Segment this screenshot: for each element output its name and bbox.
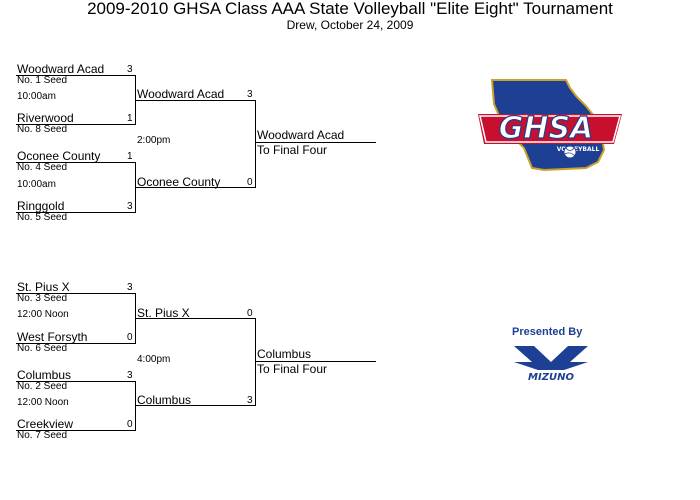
team-seed: No. 3 Seed [17,293,68,304]
team-score: 1 [127,113,133,124]
match-time: 4:00pm [137,354,171,365]
page-title: 2009-2010 GHSA Class AAA State Volleybal… [87,0,613,18]
team-score: 0 [247,308,253,319]
team-score: 3 [247,89,253,100]
team-seed: No. 6 Seed [17,343,68,354]
team-name: West Forsyth [17,330,88,344]
match-time: 12:00 Noon [17,397,69,408]
match-time: 2:00pm [137,135,171,146]
match-time: 12:00 Noon [17,309,69,320]
team-seed: No. 2 Seed [17,381,68,392]
page-subtitle: Drew, October 24, 2009 [286,18,414,32]
team-name: Riverwood [17,111,74,125]
team-score: 0 [247,177,253,188]
team-score: 0 [127,419,133,430]
team-name: Oconee County [17,149,101,163]
team-score: 3 [127,64,133,75]
winner-name: Woodward Acad [257,128,345,142]
team-name: Columbus [17,368,72,382]
team-name: St. Pius X [17,280,70,294]
team-name: Ringgold [17,199,65,213]
match-time: 10:00am [17,91,56,102]
team-name: Creekview [17,417,74,431]
mizuno-logo: MIZUNO [512,340,590,383]
team-seed: No. 5 Seed [17,212,68,223]
team-score: 3 [247,395,253,406]
logo-text: GHSA [499,111,594,146]
team-name: St. Pius X [137,306,190,320]
team-score: 3 [127,282,133,293]
match-time: 10:00am [17,179,56,190]
logo-subtext: VOLLEYBALL [557,146,600,153]
team-name: Woodward Acad [137,87,225,101]
team-seed: No. 7 Seed [17,430,68,441]
team-score: 0 [127,332,133,343]
team-score: 3 [127,201,133,212]
team-name: Woodward Acad [17,62,105,76]
advance-note: To Final Four [257,143,328,157]
team-seed: No. 1 Seed [17,75,68,86]
team-name: Columbus [137,393,192,407]
team-score: 1 [127,151,133,162]
team-seed: No. 8 Seed [17,124,68,135]
advance-note: To Final Four [257,362,328,376]
winner-name: Columbus [257,347,312,361]
ghsa-logo: GHSA VOLLEYBALL [474,78,626,174]
presented-by-label: Presented By [512,326,583,338]
volleyball-icon [563,145,577,159]
team-name: Oconee County [137,175,221,189]
mizuno-text: MIZUNO [528,372,574,382]
runbird-icon [514,346,588,370]
team-seed: No. 4 Seed [17,162,68,173]
team-score: 3 [127,370,133,381]
